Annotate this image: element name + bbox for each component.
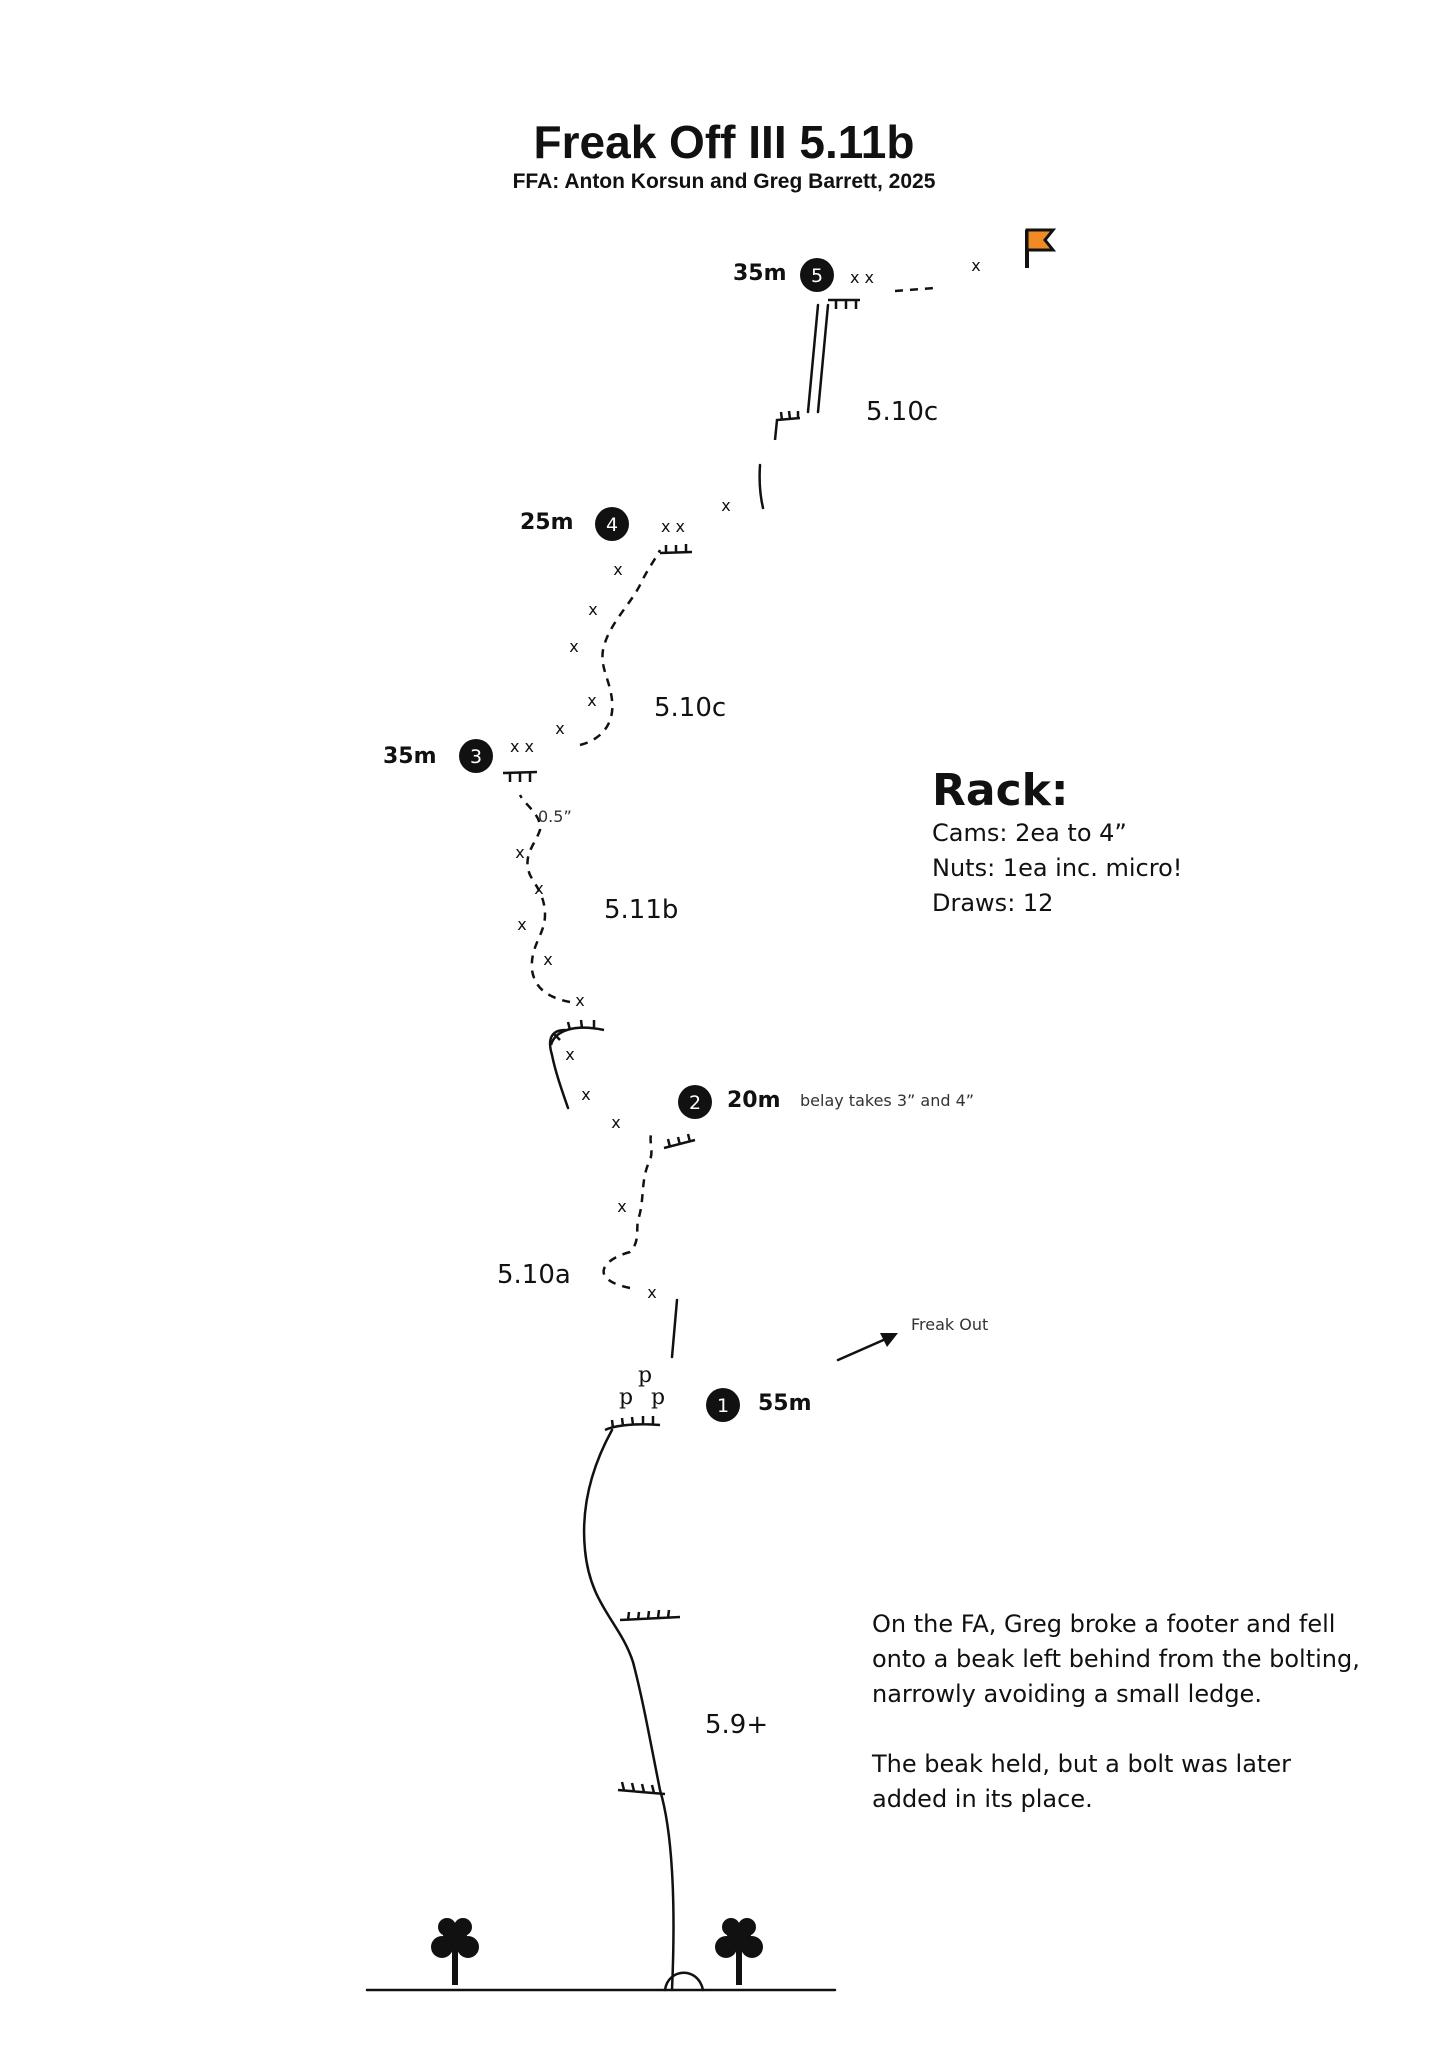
belay-2-marker (678, 1085, 712, 1119)
piton-marker: p (619, 1385, 633, 1410)
belay-3-bolts: x x (510, 737, 534, 756)
pitch-1-line (582, 1428, 675, 1992)
rack-draws: Draws: 12 (932, 889, 1053, 917)
bolt-marker: x (971, 256, 980, 275)
bolt-marker: x (613, 560, 622, 579)
summit-flag-icon (1025, 228, 1057, 268)
grade-label: 5.10a (497, 1260, 571, 1290)
belay-1-length: 55m (758, 1391, 812, 1416)
freak-out-label: Freak Out (911, 1315, 988, 1334)
grade-label: 5.10c (654, 693, 726, 723)
crack-line (816, 303, 830, 414)
belay-3-marker (459, 739, 493, 773)
fa-note: On the FA, Greg broke a footer and fell (872, 1610, 1335, 1638)
pitch-3-line (548, 1028, 570, 1110)
belay-2-number: 2 (689, 1092, 701, 1114)
bolt-marker: x (543, 950, 552, 969)
ledge (773, 410, 801, 441)
belay-1-marker (706, 1388, 740, 1422)
start-marker (663, 1971, 705, 1992)
ledge (619, 1609, 681, 1622)
bolt-marker: x (534, 879, 543, 898)
belay-5-length: 35m (733, 261, 787, 286)
bolt-marker: x (575, 991, 584, 1010)
crack-line (806, 303, 820, 414)
belay-4-number: 4 (606, 514, 618, 536)
belay-4-marker (595, 507, 629, 541)
belay-4-bolts: x x (661, 517, 685, 536)
piton-marker: p (638, 1363, 652, 1388)
fa-note: onto a beak left behind from the bolting… (872, 1645, 1360, 1673)
bolt-marker: x (647, 1283, 656, 1302)
bolt-marker: x (611, 1113, 620, 1132)
cam-size-label: 0.5” (538, 807, 572, 826)
bolt-marker: x (515, 843, 524, 862)
ledge (663, 1133, 696, 1150)
belay-5-bolts: x x (850, 268, 874, 287)
belay-4-length: 25m (520, 510, 574, 535)
pitch-2-line (670, 1298, 679, 1359)
traverse-line (894, 286, 936, 293)
fa-note: The beak held, but a bolt was later (871, 1750, 1291, 1778)
belay-1-number: 1 (717, 1395, 729, 1417)
belay-3-length: 35m (383, 744, 437, 769)
grade-label: 5.9+ (705, 1710, 768, 1740)
roof (549, 1019, 605, 1046)
ledge (659, 544, 693, 555)
bolt-marker: x (617, 1197, 626, 1216)
ledge (617, 1781, 666, 1796)
belay-2-note: belay takes 3” and 4” (800, 1091, 974, 1110)
belay-5-marker (800, 258, 834, 292)
grade-label: 5.10c (866, 397, 938, 427)
page-title: Freak Off III 5.11b (534, 116, 915, 168)
rack-heading: Rack: (932, 765, 1069, 816)
grade-label: 5.11b (604, 895, 678, 925)
bolt-marker: x (587, 691, 596, 710)
page-subtitle: FFA: Anton Korsun and Greg Barrett, 2025 (513, 170, 936, 193)
pitch-5-line (758, 463, 765, 510)
bolt-marker: x (588, 600, 597, 619)
bolt-marker: x (555, 719, 564, 738)
ledge (828, 298, 860, 309)
rack-nuts: Nuts: 1ea inc. micro! (932, 854, 1182, 882)
bolt-marker: x (565, 1045, 574, 1064)
rack-cams: Cams: 2ea to 4” (932, 819, 1127, 847)
piton-marker: p (651, 1385, 665, 1410)
pitch-2-line (602, 1131, 654, 1290)
pitch-3-line (518, 794, 571, 1004)
bolt-marker: x (569, 637, 578, 656)
bolt-marker: x (721, 496, 730, 515)
tree-icon (715, 1918, 763, 1985)
pitch-4-line (579, 549, 662, 747)
belay-3-number: 3 (470, 746, 482, 768)
ledge (502, 770, 538, 782)
belay-5-number: 5 (811, 265, 823, 287)
fa-note: added in its place. (872, 1785, 1093, 1813)
ledge (604, 1416, 661, 1432)
belay-2-length: 20m (727, 1088, 781, 1113)
arrow-head (880, 1333, 898, 1347)
tree-icon (431, 1918, 479, 1985)
bolt-marker: x (581, 1085, 590, 1104)
fa-note: narrowly avoiding a small ledge. (872, 1680, 1262, 1708)
freak-out-arrow (836, 1336, 890, 1362)
bolt-marker: x (517, 915, 526, 934)
